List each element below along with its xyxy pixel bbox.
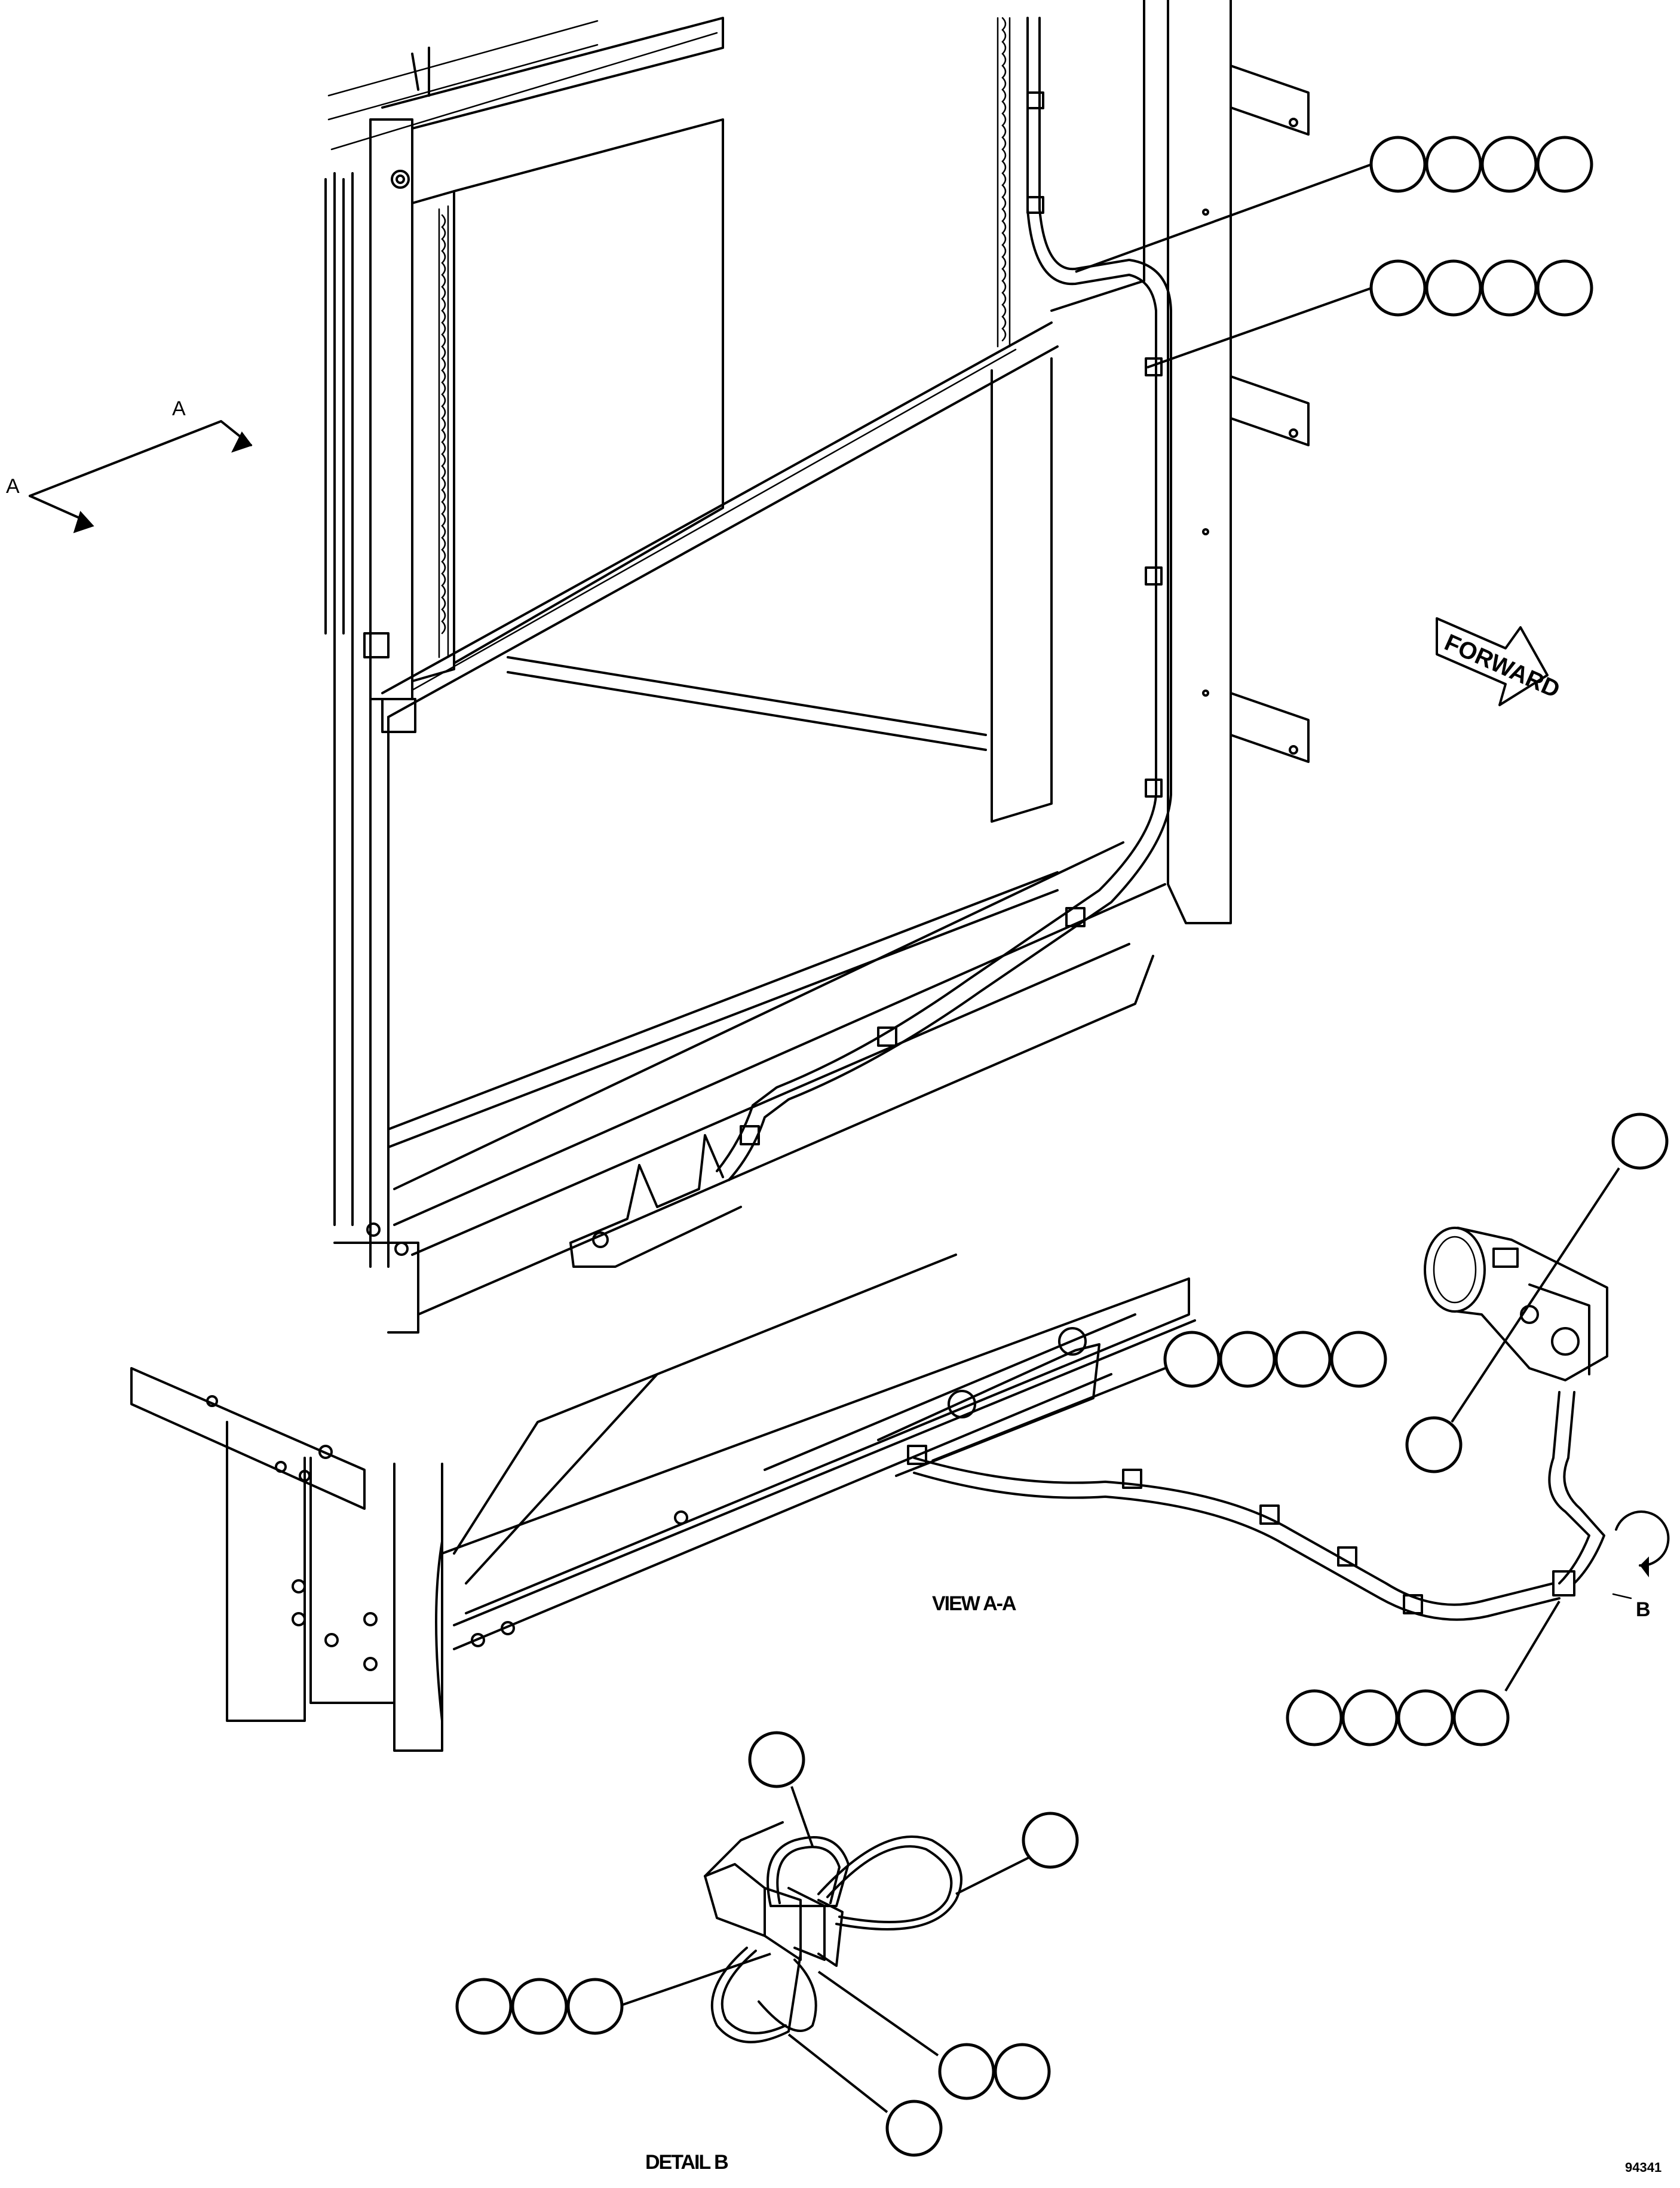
balloon-group-upper-1 [1369,136,1593,193]
balloon-group-view-hose [1163,1331,1387,1388]
detail-title: DETAIL B [645,2151,728,2174]
condenser-coils [438,17,1011,658]
balloon-detail-bottom [885,2100,943,2157]
view-title: VIEW A-A [932,1592,1016,1615]
mounting-bracket [1202,65,1310,763]
figure-number: 94341 [1625,2160,1661,2175]
section-label-top: A [172,397,186,420]
detail-b-callout: B [1636,1598,1651,1621]
view-a-a: VIEW A-A B [130,1254,1670,1752]
ac-compressor [1424,1227,1608,1381]
balloon-detail-right [1022,1812,1079,1869]
leader-lines [621,163,1620,2113]
forward-arrow: FORWARD [1436,617,1563,706]
balloon-group-upper-2 [1369,259,1593,317]
balloon-detail-top [748,1731,805,1788]
balloon-group-detail-left [455,1978,624,2035]
balloon-compressor-top [1611,1113,1669,1170]
section-arrow-a: A A [6,397,253,534]
balloon-group-view-bracket [1286,1689,1510,1746]
section-label-left: A [6,475,20,498]
condenser-assembly [324,0,1310,1334]
balloon-group-detail-mid [938,2043,1051,2100]
condenser-hose [716,17,1172,1181]
detail-b: DETAIL B [645,1821,962,2174]
balloon-compressor-bottom [1405,1416,1463,1473]
